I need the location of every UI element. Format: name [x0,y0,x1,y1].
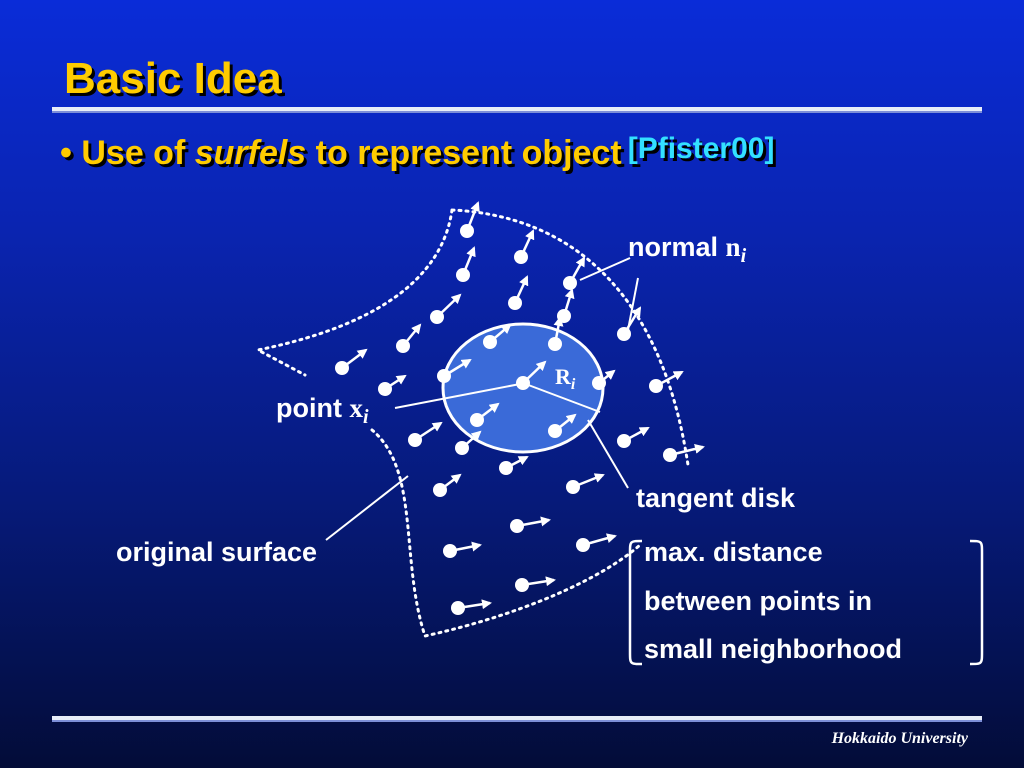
normal-label-text: normal [628,232,719,262]
footer-divider [52,716,982,722]
radius-note-line-3: small neighborhood [644,634,903,664]
point-symbol-index: i [363,406,369,428]
radius-line [522,382,601,413]
normal-label: normal ni [628,232,747,267]
surfel-point [514,250,528,264]
surfel-point [548,424,562,438]
slide-title: Basic Idea [64,54,282,103]
surfel-point [563,276,577,290]
radius-note-line-1: max. distance [644,537,823,567]
point-leader [394,383,521,409]
bullet-prefix: Use of [81,134,195,172]
point-symbol-letter: x [349,393,364,423]
radius-symbol: R [555,364,571,389]
point-label: point xi [276,393,369,428]
radius-index: i [570,376,576,393]
surface-leader [325,475,409,541]
tangent-disk-label: tangent disk [636,483,796,513]
surfel-point [460,224,474,238]
tangent-leader [587,419,629,489]
title-divider [52,107,982,113]
surfel-point [483,335,497,349]
surfel-point [335,361,349,375]
surfel-point [378,382,392,396]
bullet-reference: [Pfister00] [627,132,775,165]
surfel-point [430,310,444,324]
footer-institution: Hokkaido University [831,730,968,747]
note-bracket-left [628,539,643,666]
surfel-point [617,327,631,341]
surfel-point [408,433,422,447]
surfel-point [592,376,606,390]
original-surface-label: original surface [116,537,318,567]
normal-symbol: ni [725,232,747,267]
surfel-point [451,601,465,615]
surfel-point [499,461,513,475]
normal-leader-1 [579,257,631,281]
normal-symbol-index: i [740,245,747,267]
surfel-point [437,369,451,383]
bullet-marker: • [60,134,72,172]
surfel-point [455,441,469,455]
surfel-point [649,379,663,393]
note-bracket-right [969,539,984,666]
surfel-point [617,434,631,448]
surfel-point [508,296,522,310]
surfel-point [576,538,590,552]
surfel-point [510,519,524,533]
surfel-point [456,268,470,282]
normal-leader-2 [627,277,639,331]
radius-note-line-2: between points in [644,586,873,616]
point-label-text: point [276,393,342,423]
surfel-point [470,413,484,427]
bullet-point: • Use of surfels to represent object[Pfi… [60,132,775,173]
bullet-emphasis: surfels [194,134,307,172]
point-symbol: xi [349,393,369,428]
surfel-point [515,578,529,592]
surfel-point [433,483,447,497]
surfel-point [548,337,562,351]
surfel-point [663,448,677,462]
radius-label: Ri [555,364,576,393]
surfel-group [253,201,984,666]
normal-symbol-letter: n [725,232,741,262]
surfel-point [566,480,580,494]
surfel-point [443,544,457,558]
bullet-suffix: to represent object [306,134,622,172]
surfel-point [396,339,410,353]
